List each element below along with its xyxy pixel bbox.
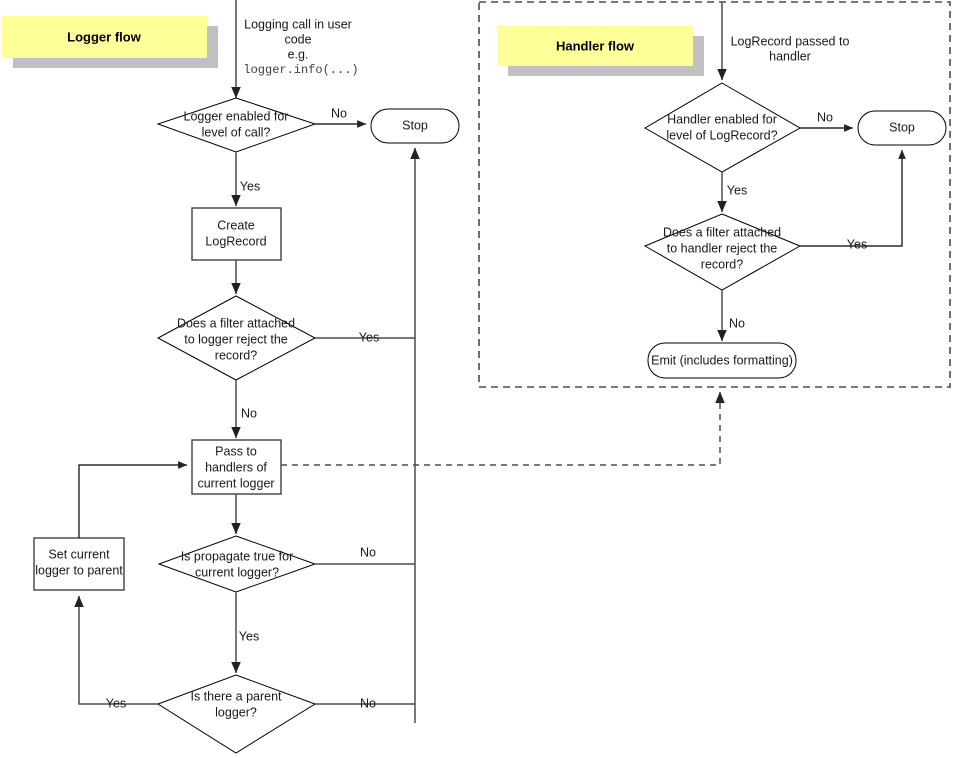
parent-logger-line2: logger? bbox=[215, 705, 257, 719]
logger-flow-banner-label: Logger flow bbox=[67, 29, 142, 44]
edge-set-current-to-handlers bbox=[78, 461, 188, 538]
edge-handler-filter-yes bbox=[800, 149, 906, 247]
create-logrecord-line2: LogRecord bbox=[205, 234, 266, 248]
handler-filter-line2: to handler reject the bbox=[667, 241, 778, 255]
propagate-decision bbox=[157, 535, 317, 593]
logging-call-caption-line1: Logging call in user bbox=[244, 17, 352, 31]
handler-filter-line3: record? bbox=[701, 257, 743, 271]
logger-enabled-decision-line1: Logger enabled for bbox=[184, 109, 289, 123]
stop-terminal-handler bbox=[857, 110, 947, 146]
edge-label-handler-enabled-no: No bbox=[817, 110, 833, 124]
parent-logger-line1: Is there a parent bbox=[190, 689, 282, 703]
edge-label-logger-filter-yes: Yes bbox=[359, 330, 379, 344]
logging-call-caption-line2: code bbox=[284, 32, 311, 46]
handler-enabled-line2: level of LogRecord? bbox=[666, 128, 777, 142]
create-logrecord-line1: Create bbox=[217, 218, 255, 232]
handler-enabled-line1: Handler enabled for bbox=[667, 112, 777, 126]
edge-label-propagate-no: No bbox=[360, 545, 376, 559]
edge-label-logger-enabled-no: No bbox=[331, 106, 347, 120]
parent-logger-decision bbox=[156, 674, 317, 754]
edge-label-logger-enabled-yes: Yes bbox=[240, 179, 260, 193]
edge-parent-logger-yes bbox=[74, 595, 158, 705]
logger-filter-line3: record? bbox=[215, 348, 257, 362]
handler-flow-container bbox=[478, 1, 951, 388]
handler-filter-line1: Does a filter attached bbox=[663, 225, 781, 239]
logrecord-passed-caption-line1: LogRecord passed to bbox=[731, 34, 850, 48]
stop-terminal-handler-label: Stop bbox=[889, 120, 915, 134]
stop-terminal-logger-label: Stop bbox=[402, 118, 428, 132]
logger-enabled-decision-line2: level of call? bbox=[202, 125, 271, 139]
logger-flow-banner bbox=[2, 16, 207, 58]
propagate-line1: Is propagate true for bbox=[181, 549, 294, 563]
pass-to-handlers-line2: handlers of bbox=[205, 460, 267, 474]
edge-label-handler-filter-yes: Yes bbox=[847, 237, 867, 251]
edge-label-propagate-yes: Yes bbox=[239, 629, 259, 643]
stop-terminal-logger bbox=[370, 108, 460, 144]
edge-handlers-to-handler-flow bbox=[281, 391, 725, 466]
edge-label-logger-filter-no: No bbox=[241, 406, 257, 420]
pass-to-handlers-line1: Pass to bbox=[215, 444, 257, 458]
logrecord-passed-caption-line2: handler bbox=[769, 49, 811, 63]
logger-filter-line2: to logger reject the bbox=[184, 332, 288, 346]
emit-terminal bbox=[647, 342, 797, 379]
logging-call-caption-code: logger.info(...) bbox=[243, 63, 358, 77]
logger-filter-line1: Does a filter attached bbox=[177, 316, 295, 330]
pass-to-handlers-line3: current logger bbox=[197, 476, 274, 490]
handler-flow-banner-label: Handler flow bbox=[556, 38, 635, 53]
handler-flow-banner bbox=[497, 26, 693, 66]
set-current-logger-line2: logger to parent bbox=[35, 563, 123, 577]
edge-label-parent-logger-no: No bbox=[360, 696, 376, 710]
set-current-logger-line1: Set current bbox=[48, 547, 110, 561]
emit-terminal-label: Emit (includes formatting) bbox=[651, 353, 793, 367]
edge-label-parent-logger-yes: Yes bbox=[106, 696, 126, 710]
pass-to-handlers-process bbox=[191, 439, 282, 495]
logging-call-caption-line3: e.g. bbox=[288, 47, 309, 61]
propagate-line2: current logger? bbox=[195, 565, 279, 579]
edge-label-handler-enabled-yes: Yes bbox=[727, 183, 747, 197]
edge-label-handler-filter-no: No bbox=[729, 316, 745, 330]
